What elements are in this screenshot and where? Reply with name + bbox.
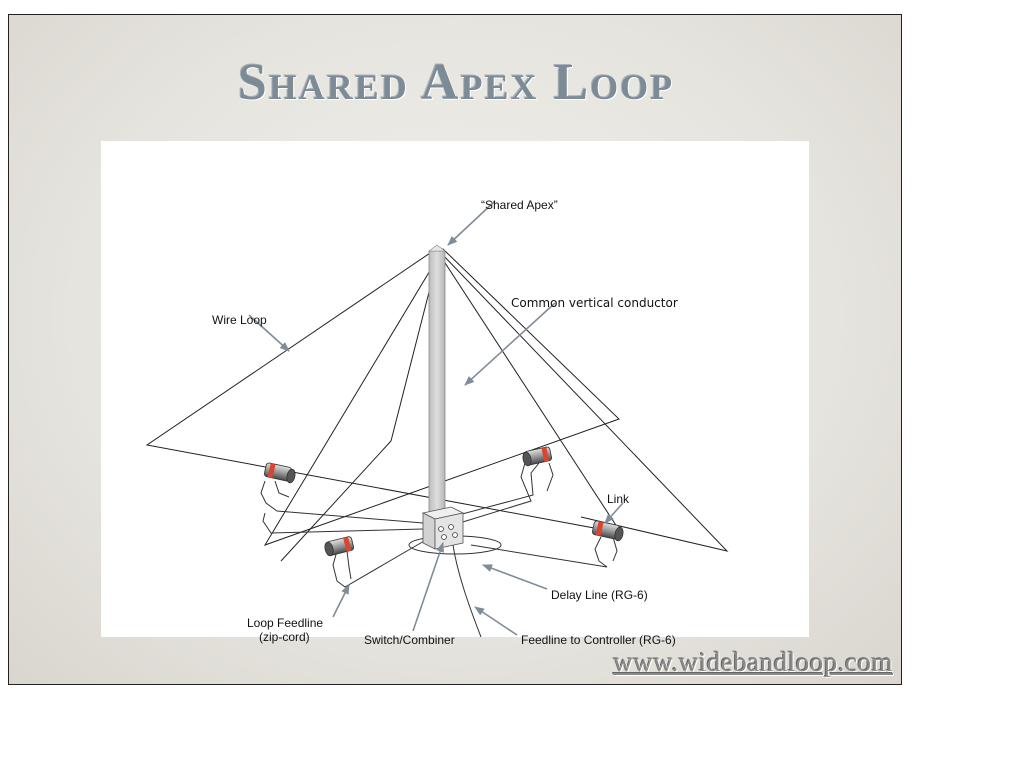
- wire-loop-back: [440, 252, 729, 552]
- feedline-wiring: [260, 462, 618, 588]
- callout-arrows: [248, 200, 624, 636]
- feedline-to-controller: [452, 544, 482, 637]
- arrow-delay-line: [482, 564, 548, 590]
- slide: Shared Apex Loop: [8, 14, 902, 685]
- arrow-common-vertical: [464, 302, 556, 386]
- mast-top: [428, 244, 446, 252]
- arrow-link: [604, 502, 624, 524]
- label-wire-loop: Wire Loop: [212, 313, 267, 327]
- arrow-wire-loop: [248, 314, 290, 352]
- label-common-vertical-conductor: Common vertical conductor: [511, 296, 678, 310]
- label-link: Link: [607, 492, 630, 506]
- common-vertical-mast: [428, 250, 446, 516]
- slide-title: Shared Apex Loop: [237, 54, 675, 111]
- label-switch-combiner: Switch/Combiner: [364, 633, 455, 647]
- wire-loops: [145, 248, 729, 562]
- arrow-loop-feedline: [332, 584, 350, 618]
- label-delay-line: Delay Line (RG-6): [551, 588, 648, 602]
- coil-left-front: [324, 536, 355, 557]
- arrow-shared-apex: [447, 200, 496, 246]
- arrow-switch-combiner: [412, 542, 444, 632]
- antenna-diagram: “Shared Apex” Common vertical conductor …: [101, 141, 809, 647]
- label-loop-feedline-zipcord: (zip-cord): [259, 630, 310, 644]
- coil-left-back: [263, 462, 296, 484]
- label-feedline-to-controller: Feedline to Controller (RG-6): [521, 633, 676, 647]
- label-shared-apex: “Shared Apex”: [481, 198, 558, 212]
- label-loop-feedline: Loop Feedline: [247, 616, 324, 630]
- coil-right-front: [591, 520, 624, 542]
- wire-loop-left: [145, 248, 623, 534]
- switch-combiner-box: [421, 506, 465, 550]
- arrow-feedline-controller: [474, 606, 518, 636]
- coil-right-back: [522, 446, 553, 467]
- antenna-diagram-svg: [145, 200, 729, 637]
- website-footer: www.widebandloop.com: [613, 647, 893, 677]
- wire-loop-front: [280, 252, 440, 562]
